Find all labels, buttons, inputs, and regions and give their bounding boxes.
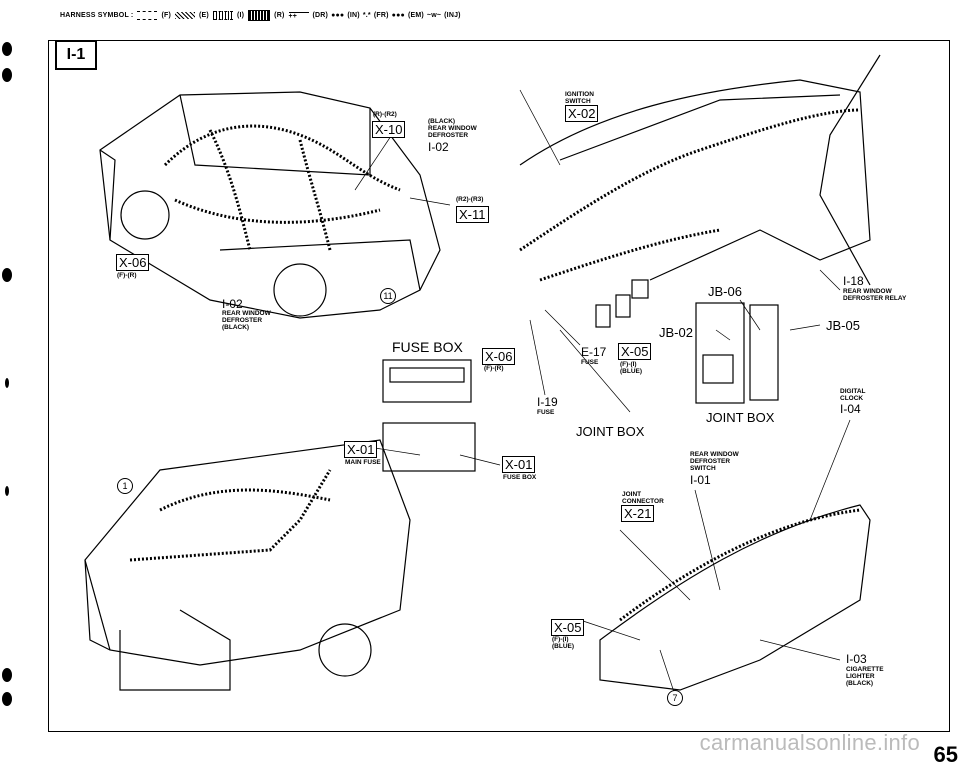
connector-x05-bottom: X-05 — [551, 619, 585, 636]
label-fuse-e17: FUSE — [581, 359, 599, 366]
connector-x01-right: X-01 — [502, 456, 536, 473]
label-rear-window-defroster-switch: REAR WINDOW DEFROSTER SWITCH — [690, 451, 739, 472]
legend-label-e: (E) — [199, 12, 209, 19]
connector-i03: I-03 — [846, 652, 867, 666]
section-code: I-1 — [55, 40, 97, 70]
connector-x05-mid: X-05 — [618, 343, 652, 360]
legend-label-i: (I) — [236, 12, 245, 19]
label-r-r2: (R)-(R2) — [373, 111, 397, 118]
connector-i02-top: I-02 — [428, 140, 449, 154]
legend-symbol-em-icon: ●●● — [391, 12, 405, 19]
label-ignition-switch: IGNITION SWITCH — [565, 91, 594, 105]
legend-symbol-fr-icon: *.* — [362, 12, 371, 19]
connector-x06-left: X-06 — [116, 254, 150, 271]
legend-label-em: (EM) — [407, 12, 424, 19]
connector-x01-left: X-01 — [344, 441, 378, 458]
binder-hole-icon — [5, 378, 9, 388]
page-number: 65 — [933, 742, 958, 767]
label-jb02: JB-02 — [659, 325, 693, 340]
label-rear-window-defroster-relay: REAR WINDOW DEFROSTER RELAY — [843, 288, 907, 302]
connector-x02: X-02 — [565, 105, 599, 122]
legend-label-dr: (DR) — [312, 12, 329, 19]
label-rear-window-defroster-black: REAR WINDOW DEFROSTER (BLACK) — [222, 310, 271, 331]
connector-i04: I-04 — [840, 402, 861, 416]
legend-symbol-dr-icon: ++ — [288, 11, 309, 20]
diagram-frame — [48, 40, 950, 732]
connector-i01: I-01 — [690, 473, 711, 487]
legend-label-in: (IN) — [347, 12, 360, 19]
connector-i18: I-18 — [843, 274, 864, 288]
label-f-i-blue-mid: (F)-(I) (BLUE) — [620, 361, 643, 375]
connector-i19: I-19 — [537, 395, 558, 409]
label-fuse-i19: FUSE — [537, 409, 555, 416]
label-jb06: JB-06 — [708, 284, 742, 299]
callout-11: 11 — [380, 288, 396, 304]
label-fuse-box-title: FUSE BOX — [392, 339, 463, 355]
legend-label-fr: (FR) — [373, 12, 389, 19]
label-joint-connector: JOINT CONNECTOR — [622, 491, 664, 505]
legend-label-r: (R) — [274, 12, 285, 19]
binder-hole-icon — [2, 692, 12, 706]
label-f-i-blue-bottom: (F)-(I) (BLUE) — [552, 636, 575, 650]
footer-watermark: carmanualsonline.info — [699, 730, 920, 755]
label-f-r-mid: (F)-(R) — [484, 365, 504, 372]
label-main-fuse: MAIN FUSE — [345, 459, 381, 466]
callout-1: 1 — [117, 478, 133, 494]
connector-x11: X-11 — [456, 206, 489, 223]
harness-legend: HARNESS SYMBOL : (F) (E) (I) (R) ++(DR) … — [60, 10, 461, 21]
binder-hole-icon — [2, 42, 12, 56]
connector-x10: X-10 — [372, 121, 406, 138]
binder-hole-icon — [2, 268, 12, 282]
binder-hole-icon — [5, 486, 9, 496]
label-r2-r3: (R2)-(R3) — [456, 196, 484, 203]
binder-hole-icon — [2, 68, 12, 82]
connector-e17: E-17 — [581, 345, 607, 359]
label-cigarette-lighter: CIGARETTE LIGHTER (BLACK) — [846, 666, 884, 687]
legend-label-f: (F) — [161, 12, 172, 19]
label-jb05: JB-05 — [826, 318, 860, 333]
legend-symbol-f-icon — [137, 11, 158, 20]
legend-symbol-in-icon: ●●● — [331, 12, 345, 19]
legend-symbol-r-icon — [248, 10, 271, 21]
legend-symbol-inj-icon: ~w~ — [426, 12, 442, 19]
connector-x06-mid: X-06 — [482, 348, 516, 365]
label-digital-clock: DIGITAL CLOCK — [840, 388, 866, 402]
label-joint-box-left: JOINT BOX — [576, 424, 645, 439]
legend-symbol-e-icon — [175, 12, 196, 19]
legend-symbol-i-icon — [212, 11, 233, 20]
label-joint-box-right: JOINT BOX — [706, 410, 775, 425]
binder-hole-icon — [2, 668, 12, 682]
connector-x21: X-21 — [621, 505, 655, 522]
connector-i02-bottom: I-02 — [222, 297, 243, 311]
legend-label-inj: (INJ) — [444, 12, 461, 19]
legend-title: HARNESS SYMBOL : — [60, 12, 134, 19]
callout-7: 7 — [667, 690, 683, 706]
label-f-r-left: (F)-(R) — [117, 272, 137, 279]
label-fuse-box-small: FUSE BOX — [503, 474, 537, 481]
label-black-rear-window-defroster: (BLACK) REAR WINDOW DEFROSTER — [428, 118, 477, 139]
